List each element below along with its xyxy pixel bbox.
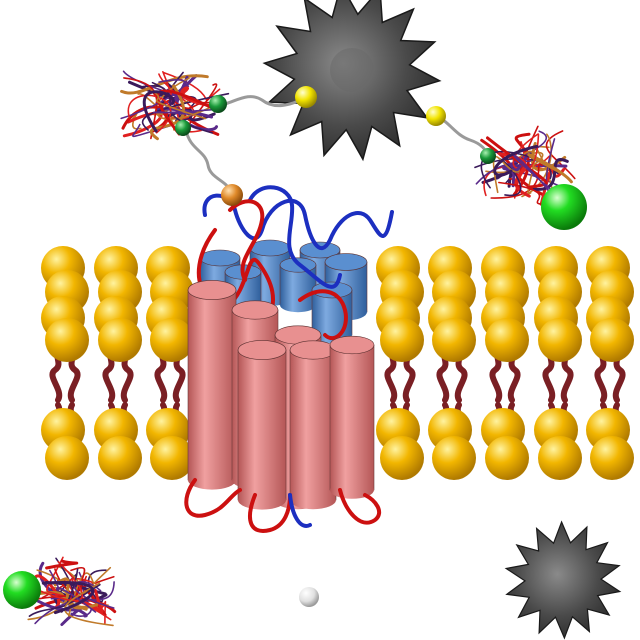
- lipid-headgroup: [432, 318, 476, 362]
- protein-ribbon: [186, 83, 218, 129]
- protein-ligand-cluster: [120, 70, 230, 141]
- lipid-headgroup: [485, 436, 529, 480]
- protein-ribbon: [149, 84, 186, 141]
- helix-blue-cap: [324, 253, 368, 271]
- transmembrane-helix-bundle: [184, 185, 394, 533]
- protein-ribbon: [33, 574, 61, 609]
- linker-bead-yellow: [295, 86, 317, 108]
- helix-red: [329, 335, 375, 499]
- linker-beads: [175, 86, 496, 206]
- lipid-headgroup: [45, 436, 89, 480]
- loop-blue-bottom: [288, 493, 312, 528]
- protein-ribbon: [178, 86, 215, 108]
- protein-ribbon: [41, 581, 95, 615]
- lipid-headgroup: [380, 318, 424, 362]
- lipid-headgroup: [45, 318, 89, 362]
- protein-ribbon: [141, 92, 230, 131]
- helix-red-cap: [329, 335, 375, 355]
- extracellular-loops: [196, 185, 394, 341]
- helix-blue-base: [280, 297, 316, 313]
- lipid-headgroup: [150, 436, 194, 480]
- intracellular-loops: [184, 478, 382, 533]
- linker-bead-green: [175, 120, 191, 136]
- lipid-bilayer: [41, 246, 634, 480]
- lipid-headgroup: [150, 318, 194, 362]
- linker-bead-green: [480, 148, 496, 164]
- protein-ribbon: [532, 158, 569, 191]
- protein-ribbon: [486, 136, 548, 189]
- lipid-headgroup: [98, 318, 142, 362]
- ligand-sphere-large: [541, 184, 587, 230]
- helix-red-body: [289, 349, 337, 501]
- ligand-sphere-large: [3, 571, 41, 609]
- helix-red: [289, 340, 337, 510]
- loop-red-2: [228, 199, 265, 282]
- lipid-headgroups: [41, 246, 634, 480]
- helix-red-base: [188, 470, 236, 490]
- star-nanoparticle-core: [330, 48, 374, 92]
- helix-blue-cap: [311, 281, 353, 299]
- helix-red-base: [238, 490, 286, 510]
- loop-red-bottom: [184, 478, 242, 518]
- lipid-headgroup: [590, 436, 634, 480]
- protein-ribbon: [516, 150, 536, 195]
- loop-blue-2: [248, 185, 342, 289]
- protein-ribbon: [535, 145, 555, 199]
- lipid-headgroup: [380, 436, 424, 480]
- outer-helices-red: [187, 280, 375, 510]
- linker-anchor: [184, 128, 232, 192]
- ion-sphere: [299, 587, 319, 607]
- protein-ribbon: [64, 582, 114, 627]
- helix-red-cap: [231, 300, 279, 320]
- linker-bead-yellow: [426, 106, 446, 126]
- helix-red-cap: [187, 280, 237, 300]
- lipid-headgroup: [538, 436, 582, 480]
- protein-ribbon: [512, 154, 554, 195]
- lipid-headgroup: [432, 436, 476, 480]
- loop-blue: [202, 193, 394, 250]
- lipid-headgroup: [538, 318, 582, 362]
- helix-red-body: [329, 344, 375, 491]
- helix-red-cap: [289, 340, 337, 360]
- protein-ligand-cluster: [27, 556, 117, 627]
- loop-red-3: [298, 289, 348, 341]
- helix-red: [237, 340, 287, 510]
- linker-bead-green: [209, 95, 227, 113]
- lipid-headgroup: [590, 318, 634, 362]
- protein-ribbon: [527, 153, 573, 184]
- linker-left: [223, 95, 308, 108]
- star-nanoparticle-small: [504, 520, 622, 640]
- loop-red: [196, 228, 276, 322]
- lipid-headgroup: [485, 318, 529, 362]
- protein-ribbon: [152, 108, 222, 117]
- protein-ligand-cluster: [474, 125, 576, 206]
- helix-red-base: [290, 490, 336, 510]
- protein-ribbon: [27, 561, 84, 602]
- protein-ribbon: [150, 89, 207, 120]
- protein-ribbon: [142, 90, 175, 133]
- lipid-headgroup: [98, 436, 142, 480]
- helix-red-body: [237, 349, 287, 501]
- helix-red-cap: [237, 340, 287, 360]
- helix-blue-cap: [249, 239, 291, 257]
- anchor-bead-orange: [221, 184, 243, 206]
- protein-ribbon: [545, 130, 576, 180]
- protein-ribbon: [498, 181, 543, 205]
- protein-ribbon: [493, 144, 539, 177]
- loop-red-bottom-3: [338, 488, 382, 525]
- helix-red: [187, 280, 237, 490]
- helix-red-body: [187, 289, 237, 481]
- protein-ribbon: [490, 163, 543, 199]
- helix-blue-cap: [199, 249, 241, 267]
- protein-ribbon: [45, 559, 79, 570]
- loop-red-bottom-2: [248, 493, 292, 533]
